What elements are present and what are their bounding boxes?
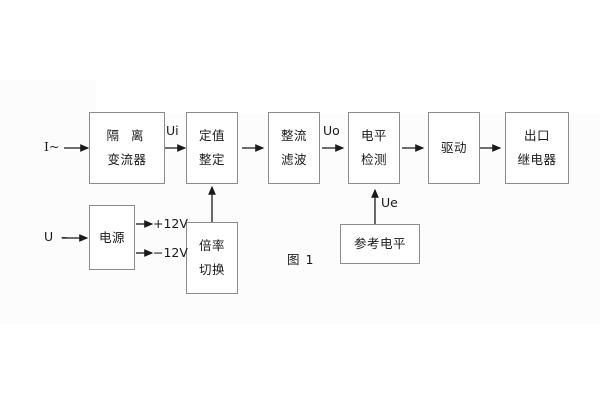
block-level-detection[interactable]: 电平 检测 xyxy=(348,112,400,184)
block-rectify-filter-line2: 滤波 xyxy=(280,152,307,167)
block-setpoint-adjust[interactable]: 定值 整定 xyxy=(186,112,238,184)
block-reference-level-line1: 参考电平 xyxy=(353,236,406,252)
block-isolation-transformer-line1: 隔 离 xyxy=(106,128,148,144)
block-multiplier-switch[interactable]: 倍率 切换 xyxy=(186,222,238,294)
block-multiplier-switch-line2: 切换 xyxy=(198,262,225,277)
block-isolation-transformer[interactable]: 隔 离 变流器 xyxy=(89,112,165,184)
block-rectify-filter-line1: 整流 xyxy=(280,128,307,144)
voltage-dash: – xyxy=(61,229,68,244)
block-drive[interactable]: 驱动 xyxy=(428,112,480,184)
block-rectify-filter[interactable]: 整流 滤波 xyxy=(268,112,320,184)
rail-label-positive: +12V xyxy=(153,216,188,231)
input-label-voltage: U xyxy=(44,229,54,244)
signal-label-ue: Ue xyxy=(381,195,398,210)
block-output-relay-line2: 继电器 xyxy=(517,152,557,167)
block-power-supply[interactable]: 电源 xyxy=(89,205,135,270)
block-multiplier-switch-line1: 倍率 xyxy=(198,238,225,254)
block-reference-level[interactable]: 参考电平 xyxy=(340,224,420,264)
block-drive-line1: 驱动 xyxy=(440,140,467,156)
block-setpoint-adjust-line2: 整定 xyxy=(198,152,225,167)
block-output-relay[interactable]: 出口 继电器 xyxy=(505,112,569,184)
signal-label-uo: Uo xyxy=(323,123,340,138)
signal-label-ui: Ui xyxy=(166,123,179,138)
block-level-detection-line1: 电平 xyxy=(360,128,387,144)
block-level-detection-line2: 检测 xyxy=(360,152,387,167)
input-label-current: I~ xyxy=(44,139,60,154)
block-isolation-transformer-line2: 变流器 xyxy=(107,152,147,167)
rail-label-negative: −12V xyxy=(153,245,188,260)
figure-caption: 图 1 xyxy=(287,252,315,267)
block-output-relay-line1: 出口 xyxy=(523,128,550,144)
block-setpoint-adjust-line1: 定值 xyxy=(198,128,225,144)
block-power-supply-line1: 电源 xyxy=(98,229,125,245)
